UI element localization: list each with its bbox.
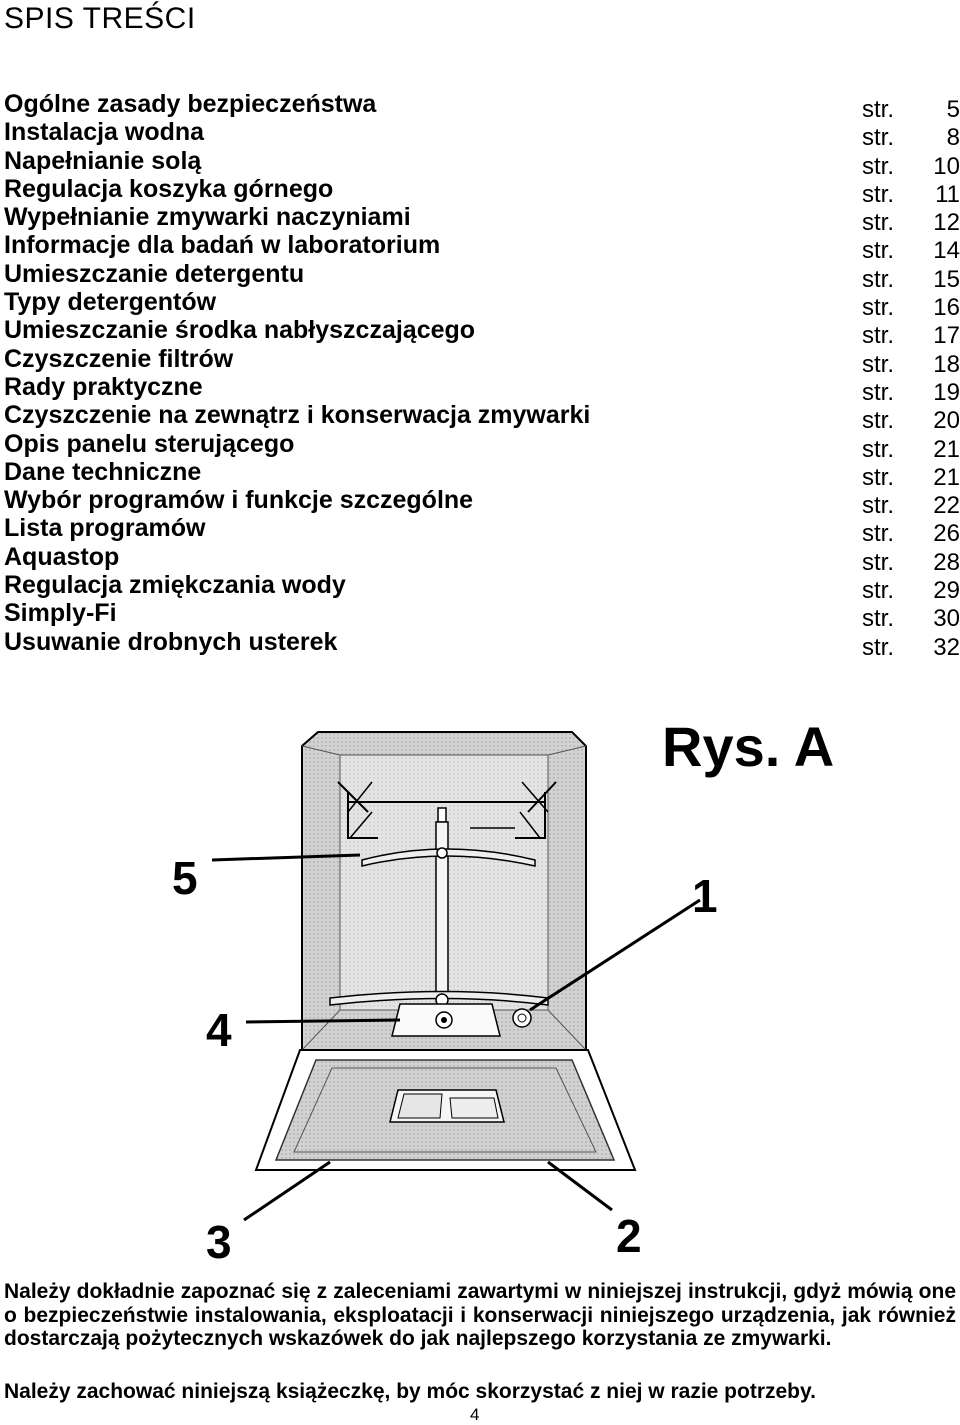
toc-item-title: Instalacja wodna <box>4 118 205 147</box>
toc-item: Typy detergentów str. 16 <box>4 288 960 321</box>
toc-item-str: str. <box>862 605 895 633</box>
toc-item-title: Czyszczenie na zewnątrz i konserwacja zm… <box>4 401 591 430</box>
toc-item-page: 14 <box>933 237 960 265</box>
toc-item: Umieszczanie środka nabłyszczającego str.… <box>4 316 960 349</box>
door-shape <box>254 1049 637 1171</box>
toc-item: Umieszczanie detergentu str. 15 <box>4 259 960 293</box>
toc-item: Informacje dla badań w laboratorium str. 1… <box>4 231 960 264</box>
toc-item-page: 10 <box>933 152 960 180</box>
toc-item-page: 8 <box>946 124 960 152</box>
toc-item-page: 11 <box>935 180 960 208</box>
figure-label-1: 1 <box>692 870 718 922</box>
toc-item: Regulacja koszyka górnego str. 11 <box>4 174 960 208</box>
keep-manual-note: Należy zachować niniejszą książeczkę, by… <box>4 1380 816 1403</box>
figure-label-5: 5 <box>172 852 198 904</box>
figure-label-2: 2 <box>616 1210 642 1262</box>
toc-item-title: Regulacja zmiękczania wody <box>4 571 346 600</box>
toc-item: Simply-Fi str. 30 <box>4 599 960 632</box>
toc-item-title: Regulacja koszyka górnego <box>4 174 334 203</box>
toc-item: Regulacja zmiękczania wody str. 29 <box>4 571 960 604</box>
toc-item: Lista programów str. 26 <box>4 514 960 547</box>
toc-item: Czyszczenie na zewnątrz i konserwacja zm… <box>4 401 960 434</box>
toc-item: Wypełnianie zmywarki naczyniami str. 12 <box>4 203 960 236</box>
upper-rack-rails <box>337 781 557 839</box>
toc-item: Napełnianie solą str. 10 <box>4 146 960 180</box>
toc-item-str: str. <box>862 633 895 661</box>
toc-item-str: str. <box>862 548 895 576</box>
toc-item: Wybór programów i funkcje szczególne str.… <box>4 486 960 519</box>
toc-item-str: str. <box>862 407 895 435</box>
toc-item-str: str. <box>862 350 895 378</box>
toc-item-str: str. <box>862 435 895 463</box>
toc-item-str: str. <box>862 577 895 605</box>
toc-item-title: Ogólne zasady bezpieczeństwa <box>4 90 377 118</box>
toc-item-page: 26 <box>933 520 960 548</box>
toc-item-page: 20 <box>933 407 960 435</box>
figure-caption: Rys. A <box>662 715 834 778</box>
toc-item-page: 21 <box>933 463 960 491</box>
toc-item-page: 12 <box>933 209 960 237</box>
toc-item-page: 32 <box>933 633 960 661</box>
toc-item-title: Napełnianie solą <box>4 146 202 175</box>
toc-item-page: 19 <box>933 378 960 406</box>
toc-item-str: str. <box>862 463 895 491</box>
toc-item-str: str. <box>862 209 895 237</box>
toc-item-page: 30 <box>933 605 960 633</box>
toc-item-title: Wypełnianie zmywarki naczyniami <box>4 203 411 232</box>
toc-item-title: Simply-Fi <box>4 599 117 628</box>
toc-item-title: Informacje dla badań w laboratorium <box>4 231 441 260</box>
toc-item: Rady praktyczne str. 19 <box>4 372 960 406</box>
spray-arm-assembly <box>329 807 549 1007</box>
toc-item-page: 28 <box>933 548 960 576</box>
toc-item-page: 21 <box>933 435 960 463</box>
page-title: SPIS TREŚCI <box>4 2 196 35</box>
page-number: 4 <box>470 1405 480 1424</box>
toc-item: Instalacja wodna str. 8 <box>4 118 960 151</box>
toc-item-str: str. <box>862 265 895 293</box>
toc-item-page: 17 <box>933 322 960 350</box>
toc-item-title: Aquastop <box>4 542 120 571</box>
toc-item: Aquastop str. 28 <box>4 542 960 576</box>
toc-item: Ogólne zasady bezpieczeństwa str. 5 <box>4 90 960 123</box>
toc-item: Opis panelu sterującego str. 21 <box>4 429 960 463</box>
toc-item-str: str. <box>862 237 895 265</box>
toc-item-str: str. <box>862 322 895 350</box>
toc-item-title: Umieszczanie detergentu <box>4 259 305 288</box>
toc-item-title: Rady praktyczne <box>4 372 203 401</box>
toc-item-page: 5 <box>946 96 960 123</box>
figure-label-3: 3 <box>206 1216 232 1268</box>
toc-item: Dane techniczne str. 21 <box>4 457 960 491</box>
toc-item: Czyszczenie filtrów str. 18 <box>4 344 960 378</box>
toc-item-title: Czyszczenie filtrów <box>4 344 234 373</box>
toc-item-title: Usuwanie drobnych usterek <box>4 627 338 656</box>
figure-label-4: 4 <box>206 1004 232 1056</box>
toc-item-title: Typy detergentów <box>4 288 217 317</box>
toc-item-page: 16 <box>933 294 960 322</box>
toc-item-page: 22 <box>933 492 960 520</box>
toc-item-str: str. <box>862 294 895 322</box>
toc-item-str: str. <box>862 152 895 180</box>
intro-paragraph: Należy dokładnie zapoznać się z zaleceni… <box>4 1280 956 1350</box>
dishwasher-figure: Rys. A 5 1 4 3 2 <box>0 700 960 1280</box>
toc-item-page: 29 <box>933 577 960 605</box>
toc-item-title: Umieszczanie środka nabłyszczającego <box>4 316 476 345</box>
toc-item: Usuwanie drobnych usterek str. 32 <box>4 627 960 661</box>
toc-item-title: Lista programów <box>4 514 206 543</box>
toc-item-str: str. <box>862 520 895 548</box>
toc-item-page: 15 <box>933 265 960 293</box>
filter-shape <box>391 1003 532 1037</box>
dishwasher-diagram: Rys. A 5 1 4 3 2 <box>172 715 834 1268</box>
toc-item-str: str. <box>862 180 895 208</box>
leader-lines <box>211 853 701 1222</box>
toc-item-title: Opis panelu sterującego <box>4 429 295 458</box>
toc-item-str: str. <box>862 124 895 152</box>
table-of-contents: Ogólne zasady bezpieczeństwa str. 5 Instal… <box>4 90 960 661</box>
toc-item-page: 18 <box>933 350 960 378</box>
toc-item-title: Dane techniczne <box>4 457 202 486</box>
toc-item-str: str. <box>862 96 895 123</box>
toc-item-str: str. <box>862 378 895 406</box>
toc-item-title: Wybór programów i funkcje szczególne <box>4 486 474 515</box>
toc-item-str: str. <box>862 492 895 520</box>
